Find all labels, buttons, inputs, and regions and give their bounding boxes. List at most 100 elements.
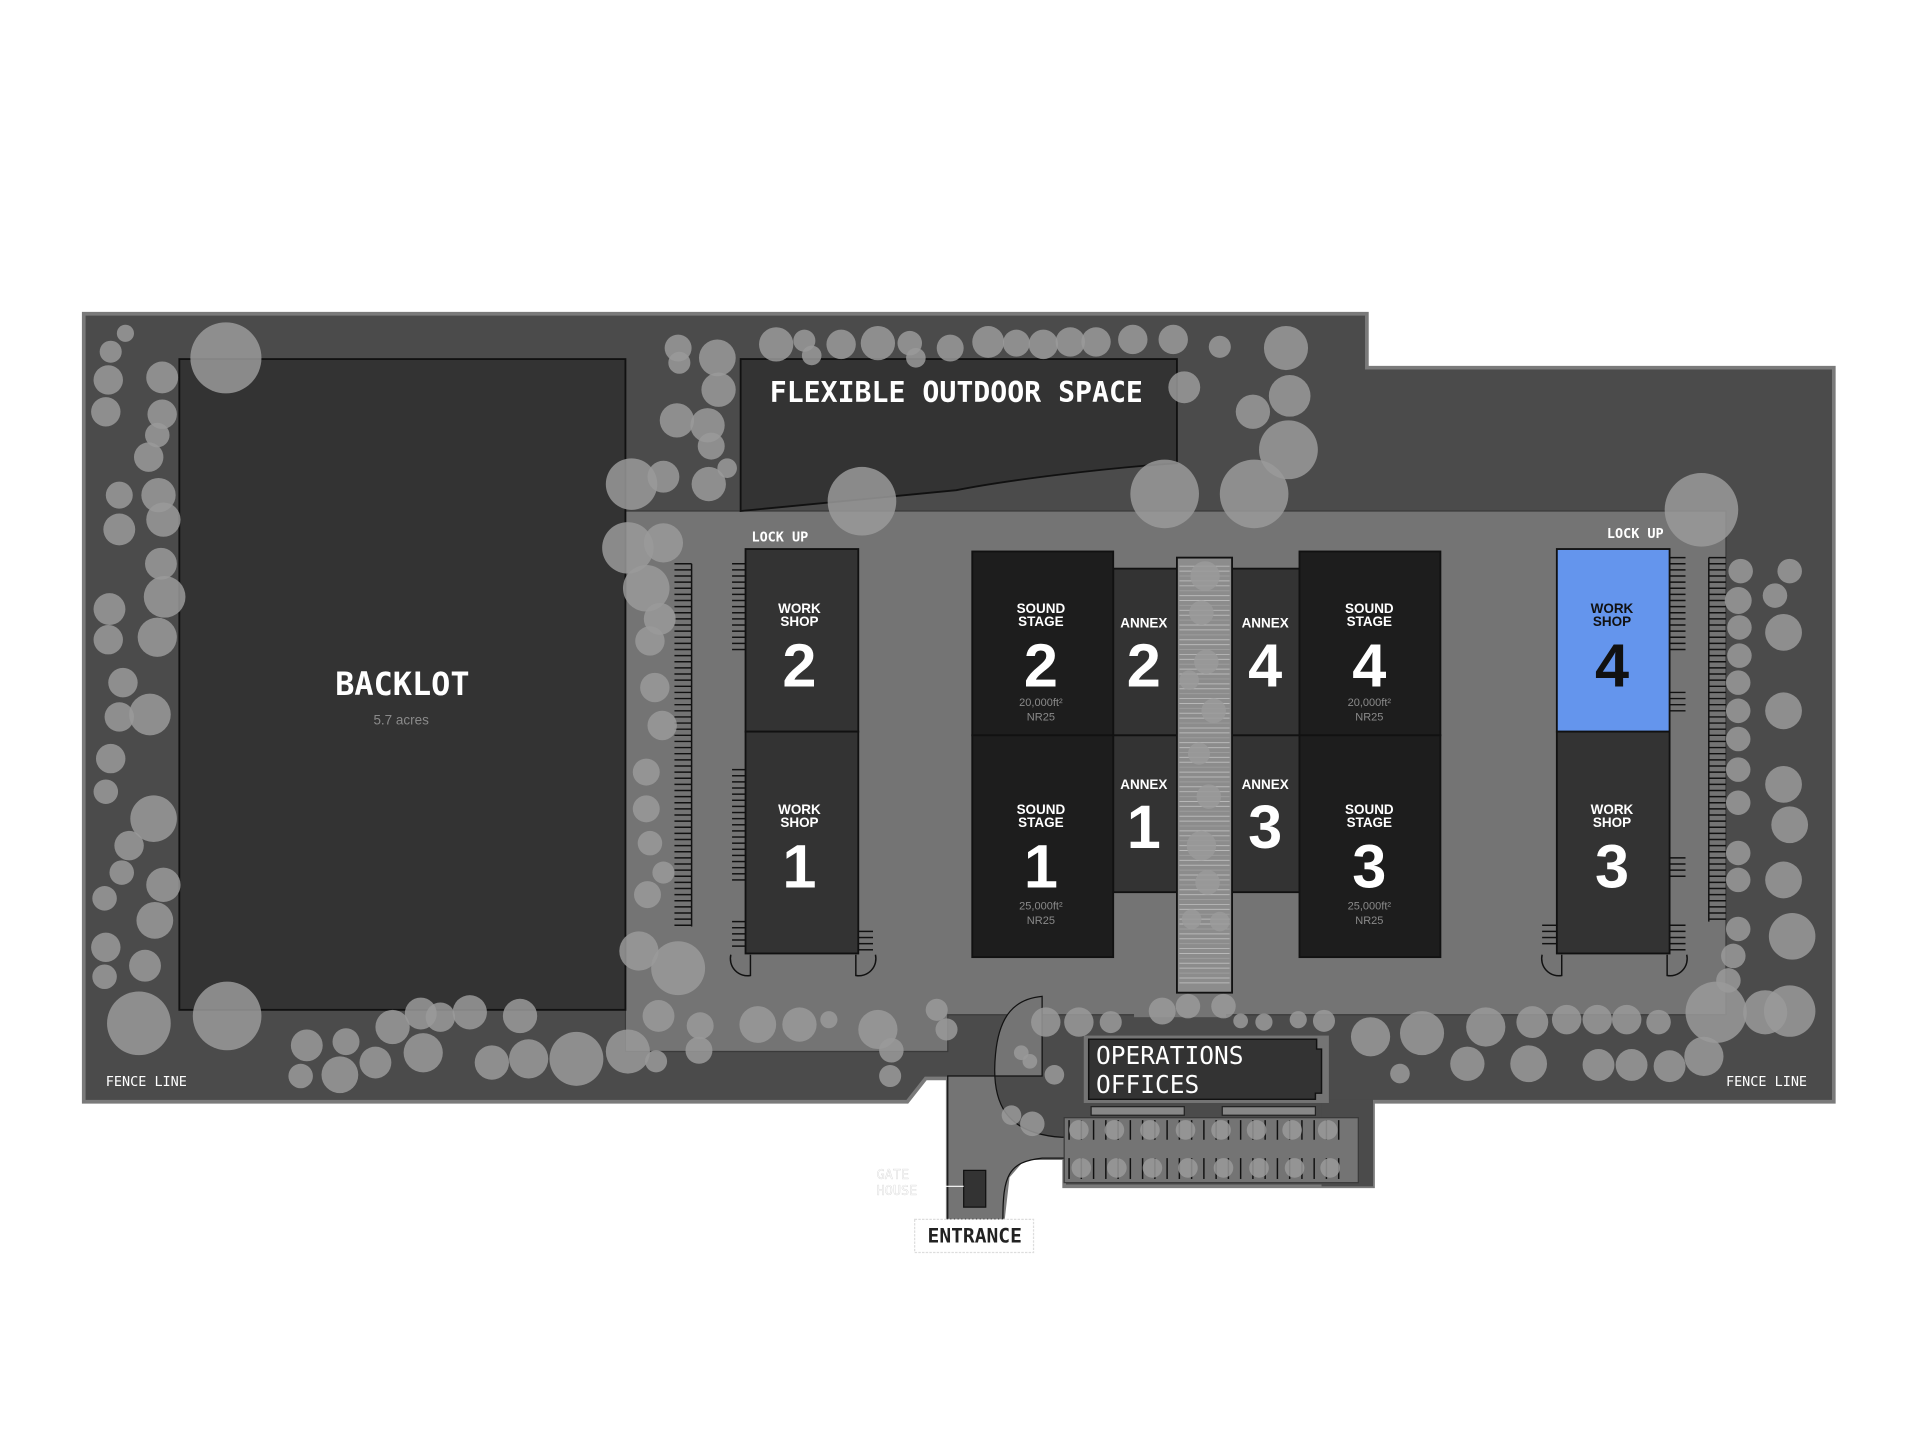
annex-4-number: 4 bbox=[1248, 631, 1282, 699]
gatehouse[interactable]: GATE HOUSE bbox=[876, 1167, 987, 1208]
tree-icon bbox=[691, 466, 726, 502]
sound-stage-4-number: 4 bbox=[1352, 631, 1386, 699]
annex-2[interactable]: ANNEX 2 bbox=[1112, 567, 1178, 737]
tree-icon bbox=[1255, 1013, 1273, 1031]
tree-icon bbox=[1187, 742, 1211, 765]
workshop-1[interactable]: WORK SHOP 1 bbox=[744, 730, 860, 955]
sound-stage-2-label: STAGE bbox=[1018, 614, 1063, 629]
tree-icon bbox=[114, 830, 144, 861]
annex-4[interactable]: ANNEX 4 bbox=[1231, 567, 1301, 737]
tree-icon bbox=[1282, 1120, 1302, 1140]
sound-stage-2[interactable]: SOUND STAGE 2 20,000ft² NR25 bbox=[971, 550, 1115, 737]
backlot[interactable]: BACKLOT 5.7 acres bbox=[178, 358, 627, 1011]
sound-stage-1-label: SOUND bbox=[1017, 802, 1066, 817]
backlot-area: 5.7 acres bbox=[373, 712, 429, 727]
tree-icon bbox=[605, 458, 658, 510]
tree-icon bbox=[509, 1039, 549, 1079]
tree-icon bbox=[109, 860, 134, 885]
tree-icon bbox=[860, 325, 896, 361]
tree-icon bbox=[1317, 1120, 1338, 1140]
tree-icon bbox=[645, 1050, 668, 1073]
tree-icon bbox=[1466, 1007, 1506, 1047]
annex-3[interactable]: ANNEX 3 bbox=[1231, 734, 1301, 894]
sound-stage-4[interactable]: SOUND STAGE 4 20,000ft² NR25 bbox=[1298, 550, 1442, 737]
tree-icon bbox=[1762, 583, 1788, 608]
tree-icon bbox=[129, 693, 171, 736]
fence-line-label-left: FENCE LINE bbox=[106, 1074, 187, 1090]
tree-icon bbox=[93, 625, 123, 655]
sound-stage-4-label: SOUND bbox=[1345, 601, 1394, 616]
tree-icon bbox=[1777, 558, 1802, 584]
tree-icon bbox=[1055, 327, 1086, 357]
tree-icon bbox=[632, 795, 660, 823]
tree-icon bbox=[321, 1056, 359, 1094]
tree-icon bbox=[1724, 587, 1752, 614]
tree-icon bbox=[1725, 867, 1751, 893]
workshop-3[interactable]: WORK SHOP 3 bbox=[1555, 730, 1671, 955]
workshop-2-label: SHOP bbox=[780, 614, 818, 629]
operations-offices[interactable]: OPERATIONS OFFICES bbox=[1083, 1035, 1329, 1116]
tree-icon bbox=[1002, 329, 1030, 357]
tree-icon bbox=[1196, 784, 1222, 809]
entrance-text: ENTRANCE bbox=[928, 1225, 1022, 1248]
tree-icon bbox=[827, 466, 897, 536]
tree-icon bbox=[1233, 1013, 1248, 1029]
workshop-4-label: WORK bbox=[1591, 601, 1634, 616]
tree-icon bbox=[1246, 1120, 1267, 1140]
tree-icon bbox=[652, 861, 675, 884]
tree-icon bbox=[801, 345, 822, 366]
loading-bay-markings bbox=[674, 556, 1726, 951]
tree-icon bbox=[1001, 1105, 1022, 1126]
annex-4-label: ANNEX bbox=[1242, 615, 1289, 630]
tree-icon bbox=[759, 327, 794, 362]
tree-icon bbox=[1510, 1045, 1548, 1083]
tree-icon bbox=[635, 626, 665, 656]
tree-icon bbox=[93, 779, 119, 804]
annex-1-label: ANNEX bbox=[1120, 777, 1167, 792]
tree-icon bbox=[605, 1029, 650, 1074]
workshop-3-number: 3 bbox=[1595, 832, 1629, 900]
tree-icon bbox=[1685, 981, 1747, 1043]
tree-icon bbox=[1140, 1120, 1160, 1140]
tree-icon bbox=[1653, 1050, 1686, 1083]
tree-icon bbox=[701, 372, 736, 407]
tree-icon bbox=[1219, 459, 1289, 529]
operations-label-line1: OPERATIONS bbox=[1096, 1041, 1244, 1070]
tree-icon bbox=[717, 458, 737, 478]
tree-icon bbox=[1181, 909, 1202, 929]
tree-icon bbox=[1768, 913, 1816, 960]
tree-icon bbox=[1765, 765, 1802, 803]
tree-icon bbox=[192, 981, 262, 1051]
tree-icon bbox=[1099, 1011, 1122, 1034]
sound-stage-3[interactable]: SOUND STAGE 3 25,000ft² NR25 bbox=[1298, 734, 1442, 959]
workshop-4-label: SHOP bbox=[1593, 614, 1631, 629]
workshop-2-label: WORK bbox=[778, 601, 821, 616]
tree-icon bbox=[145, 547, 177, 580]
annex-1[interactable]: ANNEX 1 bbox=[1112, 734, 1178, 894]
tree-icon bbox=[1168, 371, 1201, 404]
tree-icon bbox=[502, 998, 538, 1034]
tree-icon bbox=[1175, 993, 1201, 1019]
tree-icon bbox=[1725, 670, 1751, 695]
tree-icon bbox=[1611, 1004, 1642, 1035]
entrance-label[interactable]: ENTRANCE bbox=[914, 1218, 1035, 1254]
tree-icon bbox=[91, 932, 121, 963]
tree-icon bbox=[1582, 1004, 1612, 1035]
tree-icon bbox=[1148, 997, 1176, 1025]
workshop-1-label: SHOP bbox=[780, 815, 818, 830]
tree-icon bbox=[99, 340, 122, 363]
tree-icon bbox=[1320, 1158, 1340, 1178]
sound-stage-1-number: 1 bbox=[1024, 832, 1058, 900]
workshop-4-number: 4 bbox=[1595, 631, 1629, 699]
tree-icon bbox=[739, 1006, 777, 1043]
workshop-4[interactable]: WORK SHOP 4 bbox=[1555, 548, 1671, 733]
tree-icon bbox=[130, 795, 177, 842]
workshop-1-number: 1 bbox=[782, 832, 816, 900]
gatehouse-label-line1: GATE bbox=[877, 1167, 909, 1183]
workshop-2[interactable]: WORK SHOP 2 bbox=[744, 548, 860, 733]
tree-icon bbox=[602, 522, 654, 574]
tree-icon bbox=[637, 830, 663, 856]
tree-icon bbox=[1289, 1011, 1307, 1029]
sound-stage-1[interactable]: SOUND STAGE 1 25,000ft² NR25 bbox=[971, 734, 1115, 959]
